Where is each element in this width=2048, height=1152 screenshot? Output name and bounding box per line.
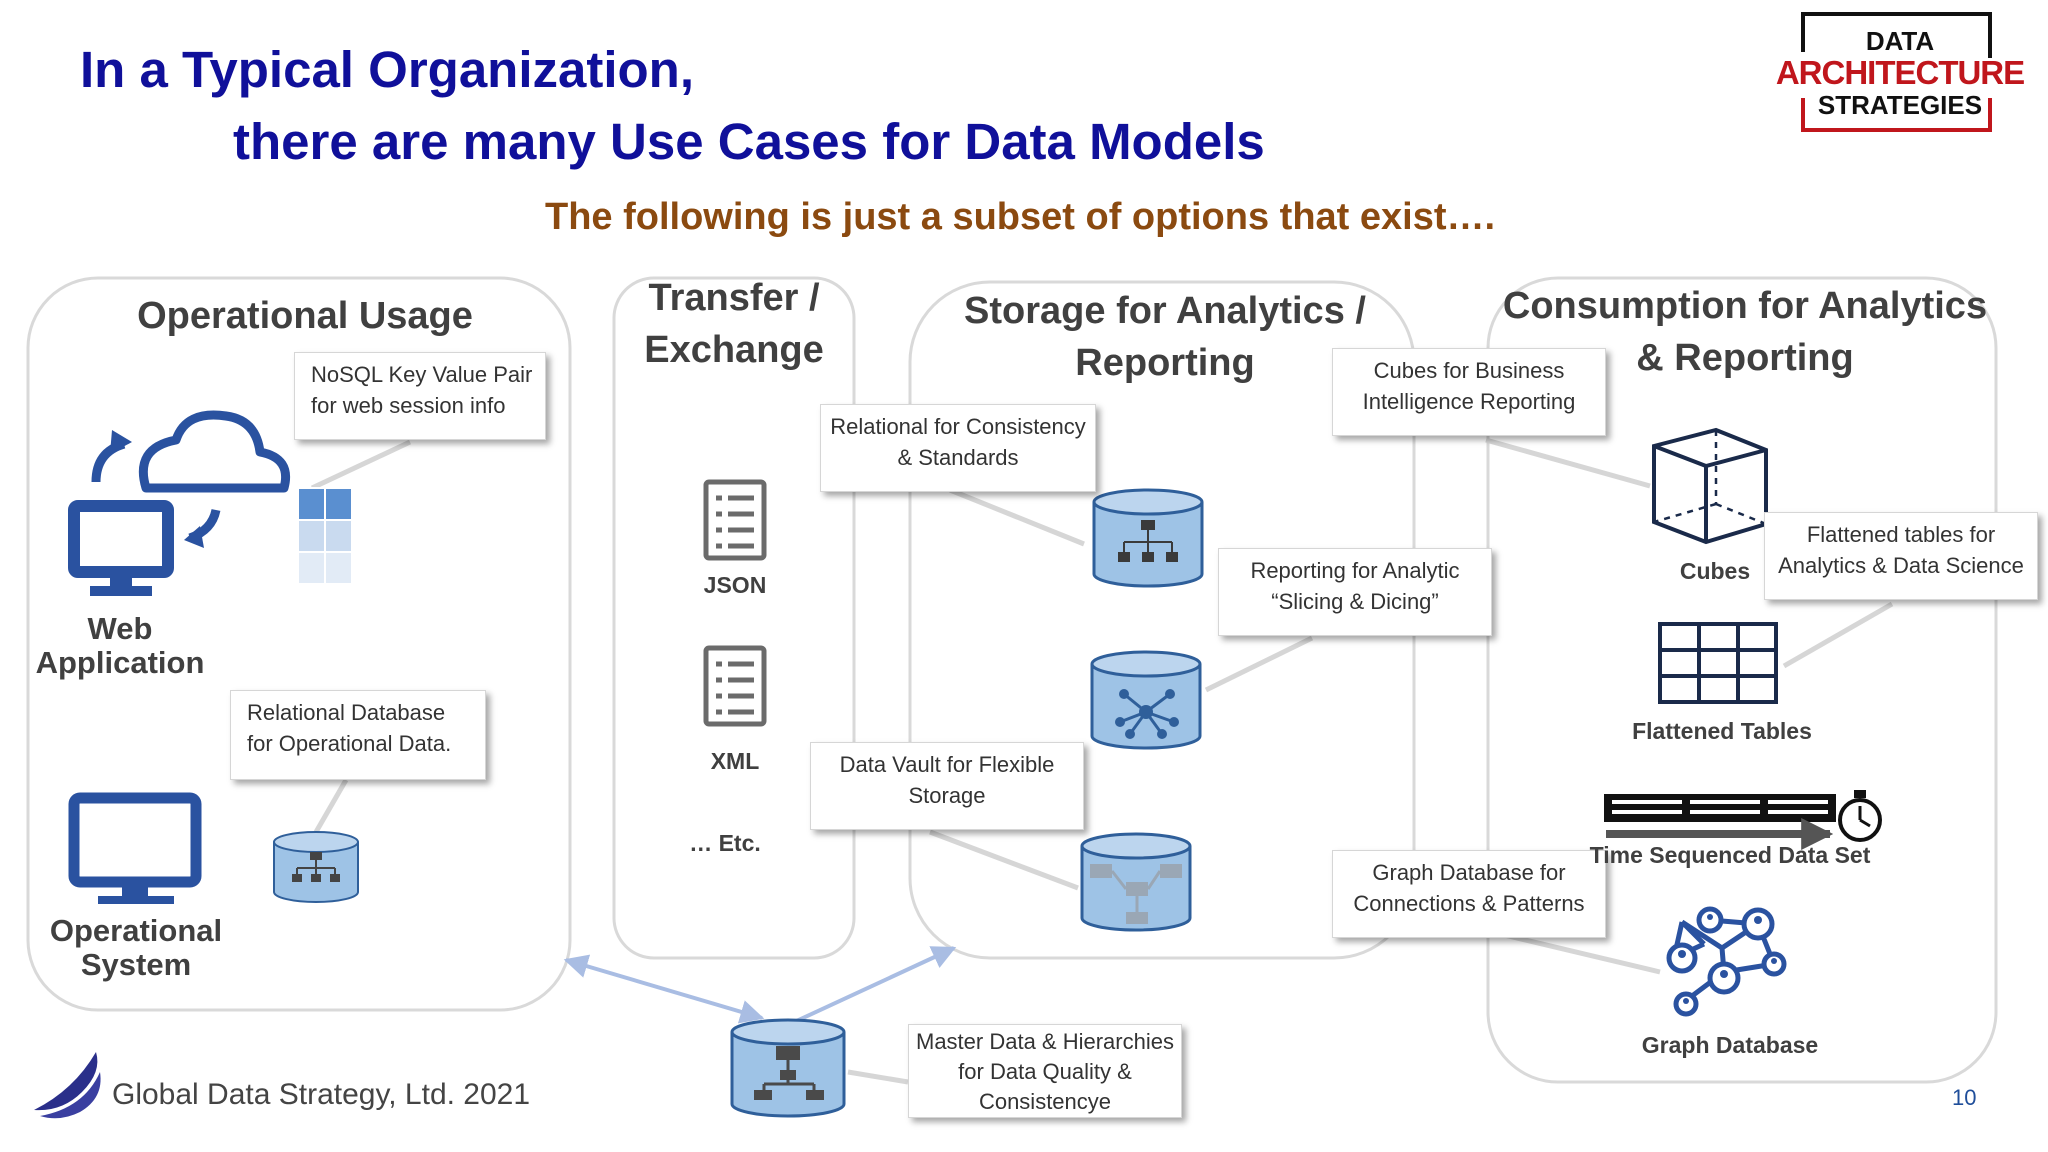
page-title-line2: there are many Use Cases for Data Models bbox=[233, 113, 1265, 170]
master-data-db-icon bbox=[730, 1018, 846, 1118]
label-flattened-tables: Flattened Tables bbox=[1632, 718, 1812, 744]
operational-monitor-icon bbox=[68, 792, 202, 904]
callout-nosql: NoSQL Key Value Pair for web session inf… bbox=[294, 352, 546, 440]
logo-line-architecture: ARCHITECTURE bbox=[1775, 54, 2025, 91]
cube-icon bbox=[1652, 427, 1768, 545]
callout-relational-consistency: Relational for Consistency & Standards bbox=[820, 404, 1096, 492]
json-document-icon bbox=[703, 479, 767, 561]
brand-logo-icon bbox=[1801, 12, 1992, 132]
label-json: JSON bbox=[703, 572, 767, 598]
web-monitor-icon bbox=[68, 500, 174, 596]
operational-group-box bbox=[26, 276, 572, 1012]
analytic-db-icon bbox=[1090, 650, 1202, 750]
label-operational-system: Operational System bbox=[49, 913, 223, 982]
label-etc: … Etc. bbox=[689, 830, 761, 856]
logo-line-data: DATA bbox=[1865, 26, 1935, 56]
consistency-db-icon bbox=[1092, 488, 1204, 588]
label-graph-database: Graph Database bbox=[1641, 1032, 1819, 1058]
label-cubes: Cubes bbox=[1679, 558, 1751, 584]
data-vault-db-icon bbox=[1080, 832, 1192, 932]
page-title-line1: In a Typical Organization, bbox=[80, 41, 694, 98]
company-logo-icon bbox=[34, 1052, 101, 1119]
relational-db-icon bbox=[273, 831, 359, 903]
cloud-icon bbox=[91, 410, 290, 548]
page-number: 10 bbox=[1952, 1085, 1977, 1110]
callout-data-vault: Data Vault for Flexible Storage bbox=[810, 742, 1084, 830]
callout-flattened-tables: Flattened tables for Analytics & Data Sc… bbox=[1764, 512, 2038, 600]
page-subtitle: The following is just a subset of option… bbox=[545, 196, 1496, 238]
logo-line-strategies: STRATEGIES bbox=[1817, 90, 1983, 120]
group-title-consumption: Consumption for Analytics & Reporting bbox=[1502, 285, 1988, 379]
time-sequence-icon bbox=[1604, 790, 1882, 850]
label-time-sequenced: Time Sequenced Data Set bbox=[1589, 842, 1871, 868]
callout-reporting-analytic: Reporting for Analytic “Slicing & Dicing… bbox=[1218, 548, 1492, 636]
group-title-operational: Operational Usage bbox=[137, 295, 473, 337]
callout-graph-db: Graph Database for Connections & Pattern… bbox=[1332, 850, 1606, 938]
footer-company: Global Data Strategy, Ltd. 2021 bbox=[112, 1078, 531, 1111]
group-title-transfer: Transfer / Exchange bbox=[644, 277, 824, 371]
label-xml: XML bbox=[710, 748, 760, 774]
callout-master-data: Master Data & Hierarchies for Data Quali… bbox=[908, 1024, 1182, 1118]
group-title-storage: Storage for Analytics / Reporting bbox=[964, 290, 1366, 384]
flattened-table-icon bbox=[1658, 622, 1778, 704]
graph-network-icon bbox=[1666, 906, 1787, 1017]
callout-cubes-bi: Cubes for Business Intelligence Reportin… bbox=[1332, 348, 1606, 436]
consumption-group-box bbox=[1486, 276, 1998, 1084]
key-value-table-icon bbox=[297, 487, 353, 585]
brand-logo: DATA ARCHITECTURE STRATEGIES bbox=[1760, 26, 2040, 120]
label-web-application: Web Application bbox=[35, 611, 205, 680]
callout-relational-db: Relational Database for Operational Data… bbox=[230, 690, 486, 780]
xml-document-icon bbox=[703, 645, 767, 727]
